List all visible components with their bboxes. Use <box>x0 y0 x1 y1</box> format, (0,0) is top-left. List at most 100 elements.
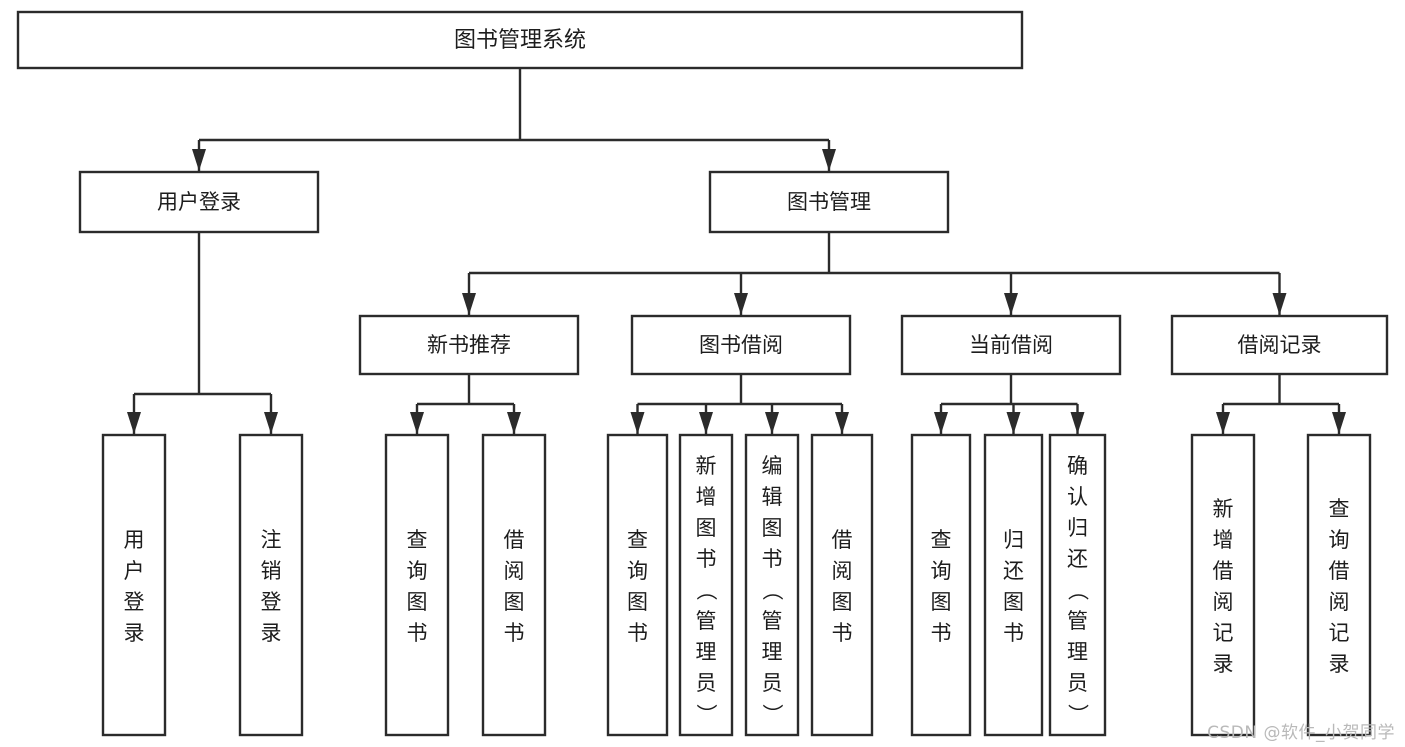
leaf-label-char: 查 <box>407 528 428 552</box>
arrow-head-icon <box>264 412 278 434</box>
leaf-label-char: ） <box>760 704 784 725</box>
leaf-label-char: 查 <box>931 528 952 552</box>
leaf-label-char: 图 <box>504 590 525 614</box>
leaf-label-char: 图 <box>762 516 783 540</box>
leaf-label-char: 辑 <box>762 485 783 509</box>
leaf-leaf-user-login[interactable]: 用户登录 <box>101 433 167 737</box>
leaf-box <box>481 433 547 737</box>
leaf-label-char: 查 <box>627 528 648 552</box>
node-box <box>16 10 1024 70</box>
leaf-label-char: 新 <box>696 454 717 478</box>
leaf-label-char: 图 <box>407 590 428 614</box>
leaf-box <box>101 433 167 737</box>
leaf-box <box>384 433 450 737</box>
leaf-label-char: 询 <box>627 559 648 583</box>
leaf-label-char: 增 <box>696 485 717 509</box>
node-label: 图书管理 <box>787 190 871 214</box>
leaf-box <box>606 433 669 737</box>
leaf-box <box>1306 433 1372 737</box>
leaf-label-char: 认 <box>1067 485 1088 509</box>
arrow-head-icon <box>734 293 748 315</box>
leaf-box <box>238 433 304 737</box>
leaf-label-char: 员 <box>1067 671 1088 695</box>
node-root[interactable]: 图书管理系统 <box>16 10 1024 70</box>
arrow-head-icon <box>507 412 521 434</box>
leaf-label-char: ） <box>694 704 718 725</box>
node-n-book-manage[interactable]: 图书管理 <box>708 170 950 234</box>
node-n-new-book-rec[interactable]: 新书推荐 <box>358 314 580 376</box>
leaf-box <box>983 433 1044 737</box>
leaf-label-char: 注 <box>261 528 282 552</box>
connectors-layer <box>127 68 1346 434</box>
leaf-label-char: 增 <box>1213 528 1234 552</box>
leaf-label-char: （ <box>760 580 784 601</box>
leaf-label-char: 借 <box>1213 559 1234 583</box>
leaf-label-char: 录 <box>124 621 145 645</box>
node-n-current-borrow[interactable]: 当前借阅 <box>900 314 1122 376</box>
leaf-label-char: 还 <box>1067 547 1088 571</box>
leaf-box <box>744 433 800 737</box>
nodes-layer: 图书管理系统用户登录图书管理新书推荐图书借阅当前借阅借阅记录用户登录注销登录查询… <box>16 10 1389 737</box>
leaf-label-char: ） <box>1066 704 1090 725</box>
leaf-label-char: 员 <box>762 671 783 695</box>
arrow-head-icon <box>1004 293 1018 315</box>
leaf-label-char: 书 <box>762 547 783 571</box>
leaf-label-char: 理 <box>1067 640 1088 664</box>
leaf-label-char: 借 <box>832 528 853 552</box>
leaf-label-char: 阅 <box>832 559 853 583</box>
leaf-label-char: 销 <box>261 559 282 583</box>
leaf-label-char: 录 <box>1213 652 1234 676</box>
node-box <box>358 314 580 376</box>
leaf-box <box>678 433 734 737</box>
arrow-head-icon <box>127 412 141 434</box>
arrow-head-icon <box>1070 412 1085 434</box>
node-n-book-borrow[interactable]: 图书借阅 <box>630 314 852 376</box>
node-box <box>1170 314 1389 376</box>
node-label: 图书借阅 <box>699 333 783 357</box>
arrow-head-icon <box>410 412 424 434</box>
node-box <box>630 314 852 376</box>
node-n-user-login[interactable]: 用户登录 <box>78 170 320 234</box>
leaf-label-char: 确 <box>1067 454 1088 478</box>
node-label: 图书管理系统 <box>454 28 586 53</box>
leaf-label-char: 用 <box>124 528 145 552</box>
leaf-label-char: 图 <box>1003 590 1024 614</box>
leaf-label-char: 理 <box>696 640 717 664</box>
leaf-label-char: （ <box>1066 580 1090 601</box>
leaf-label-char: 借 <box>1329 559 1350 583</box>
leaf-label-char: 录 <box>261 621 282 645</box>
leaf-label-char: 书 <box>504 621 525 645</box>
arrow-head-icon <box>630 412 645 434</box>
arrow-head-icon <box>765 412 779 434</box>
leaf-label-char: 管 <box>762 609 783 633</box>
node-n-borrow-record[interactable]: 借阅记录 <box>1170 314 1389 376</box>
leaf-label-char: 记 <box>1329 621 1350 645</box>
leaf-label-char: 理 <box>762 640 783 664</box>
leaf-label-char: 询 <box>1329 528 1350 552</box>
node-box <box>78 170 320 234</box>
leaf-label-char: 归 <box>1003 528 1024 552</box>
leaf-label-char: 新 <box>1213 497 1234 521</box>
leaf-label-char: 阅 <box>504 559 525 583</box>
leaf-label-char: 书 <box>1003 621 1024 645</box>
node-box <box>708 170 950 234</box>
arrow-head-icon <box>934 412 948 434</box>
leaf-label-char: 登 <box>261 590 282 614</box>
leaf-label-char: 员 <box>696 671 717 695</box>
leaf-label-char: 管 <box>1067 609 1088 633</box>
csdn-watermark: CSDN @软件_小贺同学 <box>1207 723 1395 743</box>
